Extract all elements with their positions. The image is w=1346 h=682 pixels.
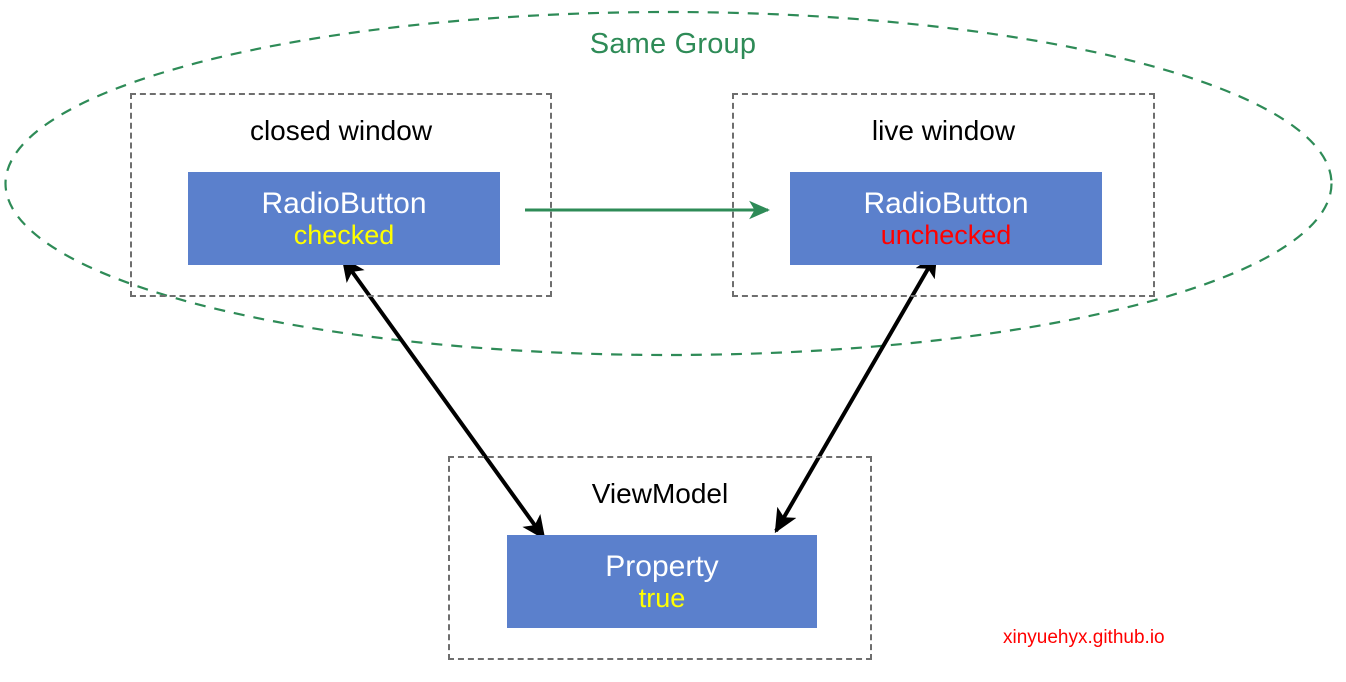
panel-view-model: ViewModel Property true	[448, 456, 872, 660]
block-title-radiobutton-closed: RadioButton	[261, 186, 427, 220]
panel-title-closed-window: closed window	[249, 115, 433, 146]
panel-live-window: live window RadioButton unchecked	[732, 93, 1155, 297]
block-state-radiobutton-closed: checked	[293, 220, 395, 251]
block-title-radiobutton-live: RadioButton	[863, 186, 1029, 220]
same-group-label: Same Group	[589, 28, 757, 60]
block-state-radiobutton-live: unchecked	[880, 220, 1012, 251]
block-radiobutton-live[interactable]: RadioButton unchecked	[790, 172, 1102, 265]
panel-title-live-window: live window	[871, 115, 1016, 146]
block-title-property: Property	[605, 549, 719, 583]
block-radiobutton-closed[interactable]: RadioButton checked	[188, 172, 500, 265]
watermark: xinyuehyx.github.io	[1003, 627, 1165, 648]
block-property[interactable]: Property true	[507, 535, 817, 628]
panel-closed-window: closed window RadioButton checked	[130, 93, 552, 297]
panel-title-view-model: ViewModel	[591, 478, 729, 509]
block-state-property: true	[638, 583, 686, 614]
